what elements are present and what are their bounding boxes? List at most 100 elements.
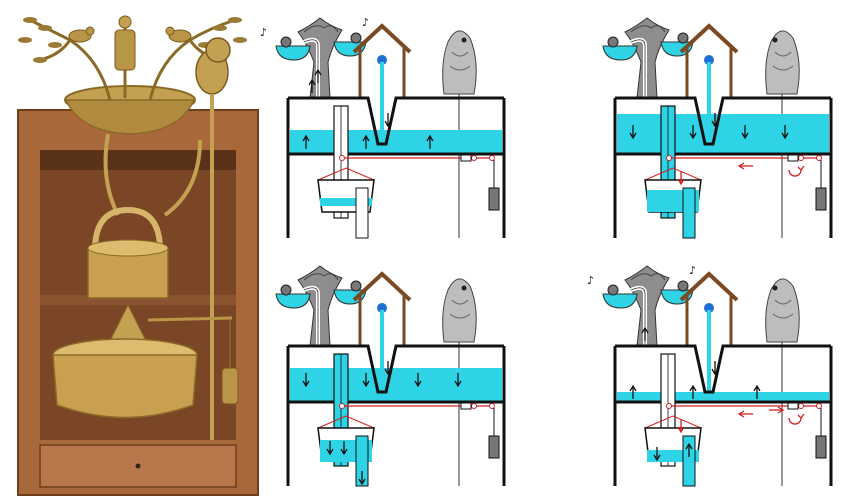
owl-feather bbox=[774, 51, 792, 57]
rope-pulley-left bbox=[666, 403, 672, 409]
tank-lid-with-funnel bbox=[615, 344, 831, 394]
tree-air-pipe-outline bbox=[630, 39, 646, 98]
flow-arrow-up bbox=[314, 68, 322, 76]
falling-water-stream bbox=[380, 62, 384, 144]
rope-pulley-end bbox=[489, 155, 495, 161]
left-bird-bowl bbox=[602, 45, 638, 61]
rope-pulley-right bbox=[798, 155, 804, 161]
falling-water-stream bbox=[707, 310, 711, 392]
automaton-photo bbox=[17, 15, 259, 496]
pull-arrow-left bbox=[737, 410, 745, 418]
owl-feather bbox=[449, 313, 471, 319]
owl-shaft-collar bbox=[787, 154, 799, 162]
owl-shaft-collar bbox=[460, 402, 472, 410]
rope-pulley-end bbox=[816, 155, 822, 161]
flow-arrow-down bbox=[653, 454, 661, 462]
cabinet-shelf bbox=[40, 295, 236, 305]
owl-eye bbox=[461, 285, 467, 291]
upper-tank-water bbox=[617, 392, 829, 402]
counterweight bbox=[488, 435, 500, 459]
house-roof bbox=[352, 23, 412, 54]
right-bird-bowl bbox=[333, 41, 367, 57]
tree-texture bbox=[630, 25, 666, 33]
brass-valve-top bbox=[118, 15, 132, 29]
brass-lever bbox=[147, 316, 233, 322]
rotation-arrow-head bbox=[797, 165, 805, 171]
owl-eye bbox=[461, 37, 467, 43]
flow-arrow-down bbox=[629, 132, 637, 140]
drawer-knob bbox=[135, 463, 141, 469]
counterweight bbox=[815, 187, 827, 211]
flow-arrow-down bbox=[677, 426, 685, 434]
bucket-outlet-pipe bbox=[355, 435, 369, 487]
bucket-hanger bbox=[644, 167, 702, 181]
brass-basin-bowl bbox=[64, 99, 196, 135]
house-nozzle bbox=[377, 303, 387, 313]
tree-air-pipe-outline bbox=[303, 39, 319, 98]
flow-arrow-down bbox=[358, 478, 366, 486]
cabinet-back-shadow bbox=[40, 150, 236, 170]
panel-top-left: ♪♪ bbox=[260, 16, 506, 239]
flow-arrow-down bbox=[302, 380, 310, 388]
flow-arrow-up bbox=[689, 384, 697, 392]
pull-arrow-right bbox=[777, 406, 785, 414]
owl-body bbox=[765, 278, 800, 343]
tank-lid-with-funnel bbox=[615, 96, 831, 146]
flow-arrow-down bbox=[384, 368, 392, 376]
right-bird-song: ♪ bbox=[362, 16, 369, 29]
flow-arrow-up bbox=[362, 134, 370, 142]
right-bird-head bbox=[677, 32, 689, 44]
flow-arrow-down bbox=[384, 120, 392, 128]
flow-arrow-up bbox=[685, 442, 693, 450]
pull-arrow-left bbox=[737, 162, 745, 170]
flow-arrow-down bbox=[362, 380, 370, 388]
house-nozzle bbox=[704, 55, 714, 65]
rope-pulley-right bbox=[471, 403, 477, 409]
house-nozzle bbox=[704, 303, 714, 313]
left-bird-head bbox=[607, 36, 619, 48]
house-roof bbox=[352, 271, 412, 302]
rope-pulley-left bbox=[339, 403, 345, 409]
brass-birds bbox=[68, 26, 192, 43]
left-bird-bowl bbox=[275, 293, 311, 309]
bucket-hanger bbox=[317, 167, 375, 181]
flow-arrow-down bbox=[326, 448, 334, 456]
tree-texture bbox=[303, 273, 339, 281]
diagram-panels: ♪♪♪♪ bbox=[260, 16, 833, 487]
owl-shaft-collar bbox=[787, 402, 799, 410]
bucket-hanger bbox=[317, 415, 375, 429]
flow-arrow-down bbox=[689, 132, 697, 140]
flow-arrow-down bbox=[781, 132, 789, 140]
owl-feather bbox=[451, 51, 469, 57]
right-bird-head bbox=[677, 280, 689, 292]
flow-arrow-down bbox=[741, 132, 749, 140]
owl-feather bbox=[449, 65, 471, 71]
house-nozzle bbox=[377, 55, 387, 65]
owl-body bbox=[442, 30, 477, 95]
panel-bottom-left bbox=[275, 265, 506, 487]
brass-bowl bbox=[52, 354, 198, 419]
owl-feather bbox=[772, 313, 794, 319]
owl-eye bbox=[772, 285, 778, 291]
bucket-hanger bbox=[644, 415, 702, 429]
tree-air-pipe-outline bbox=[303, 287, 319, 346]
right-bird-bowl bbox=[660, 289, 694, 305]
counterweight bbox=[488, 187, 500, 211]
tank-lid-with-funnel bbox=[288, 344, 504, 394]
upper-tank-water bbox=[290, 130, 502, 154]
counterweight bbox=[815, 435, 827, 459]
bucket-outlet-pipe bbox=[355, 187, 369, 239]
owl-feather bbox=[774, 299, 792, 305]
owl-body bbox=[442, 278, 477, 343]
brass-pipe-left bbox=[103, 133, 120, 216]
right-bird-bowl bbox=[333, 289, 367, 305]
upper-tank-water bbox=[290, 368, 502, 402]
rope-pulley-end bbox=[489, 403, 495, 409]
flow-arrow-down bbox=[414, 380, 422, 388]
flow-arrow-down bbox=[711, 368, 719, 376]
left-bird-song: ♪ bbox=[260, 26, 267, 39]
upper-tank-water bbox=[617, 114, 829, 154]
owl-body bbox=[765, 30, 800, 95]
